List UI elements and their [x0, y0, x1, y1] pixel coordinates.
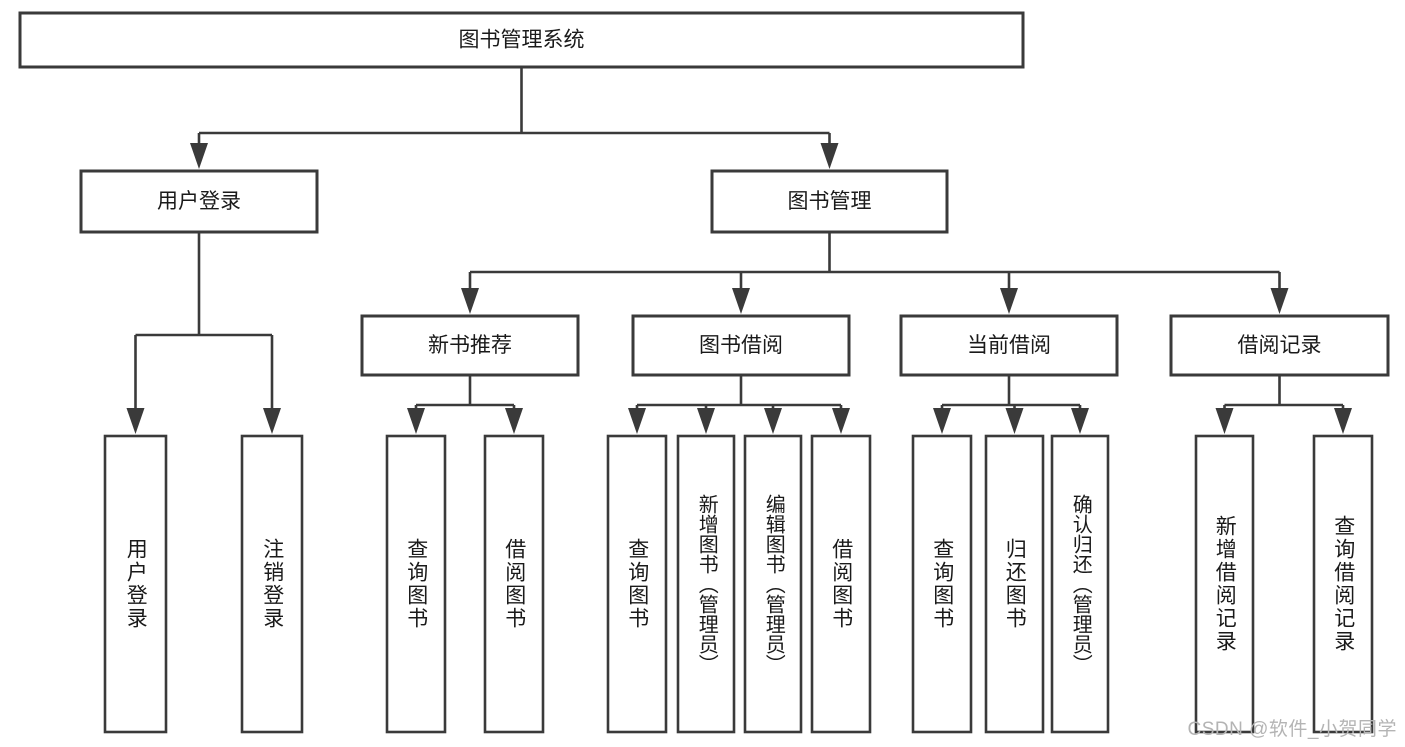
- connector-group: [407, 375, 523, 434]
- node-box-leaf-query-book-borrow[interactable]: [606, 434, 668, 734]
- node-label-root: 图书管理系统: [459, 29, 585, 52]
- connector-group: [461, 232, 1289, 314]
- node-box-borrow-record[interactable]: [1169, 314, 1390, 377]
- node-box-root[interactable]: [18, 11, 1025, 69]
- node-box-leaf-add-book[interactable]: [676, 434, 736, 734]
- connectors-layer: [126, 67, 1352, 434]
- node-box-new-book-rec[interactable]: [360, 314, 580, 377]
- node-box-book-borrow[interactable]: [631, 314, 851, 377]
- node-label-current-borrow: 当前借阅: [967, 334, 1051, 357]
- connector-group: [1215, 375, 1352, 434]
- node-box-leaf-query-record[interactable]: [1312, 434, 1374, 734]
- node-box-current-borrow[interactable]: [899, 314, 1119, 377]
- node-box-user-login[interactable]: [79, 169, 319, 234]
- node-box-leaf-return-book[interactable]: [984, 434, 1045, 734]
- connector-group: [190, 67, 839, 169]
- node-box-leaf-edit-book[interactable]: [743, 434, 803, 734]
- node-label-book-manage: 图书管理: [788, 190, 872, 213]
- node-box-book-manage[interactable]: [710, 169, 949, 234]
- node-box-leaf-borrow-book-rec[interactable]: [483, 434, 545, 734]
- node-label-user-login: 用户登录: [157, 190, 241, 213]
- connector-group: [628, 375, 850, 434]
- node-label-book-borrow: 图书借阅: [699, 334, 783, 357]
- node-box-leaf-user-login[interactable]: [103, 434, 168, 734]
- node-box-leaf-add-record[interactable]: [1194, 434, 1255, 734]
- node-box-leaf-confirm-return[interactable]: [1050, 434, 1110, 734]
- boxes-layer: [18, 11, 1390, 734]
- node-box-leaf-borrow-book[interactable]: [810, 434, 872, 734]
- node-box-leaf-logout[interactable]: [240, 434, 304, 734]
- node-box-leaf-query-book-current[interactable]: [911, 434, 973, 734]
- node-label-borrow-record: 借阅记录: [1238, 334, 1322, 357]
- node-label-new-book-rec: 新书推荐: [428, 334, 512, 357]
- node-box-leaf-query-book-rec[interactable]: [385, 434, 447, 734]
- connector-group: [933, 375, 1089, 434]
- connector-group: [126, 232, 281, 434]
